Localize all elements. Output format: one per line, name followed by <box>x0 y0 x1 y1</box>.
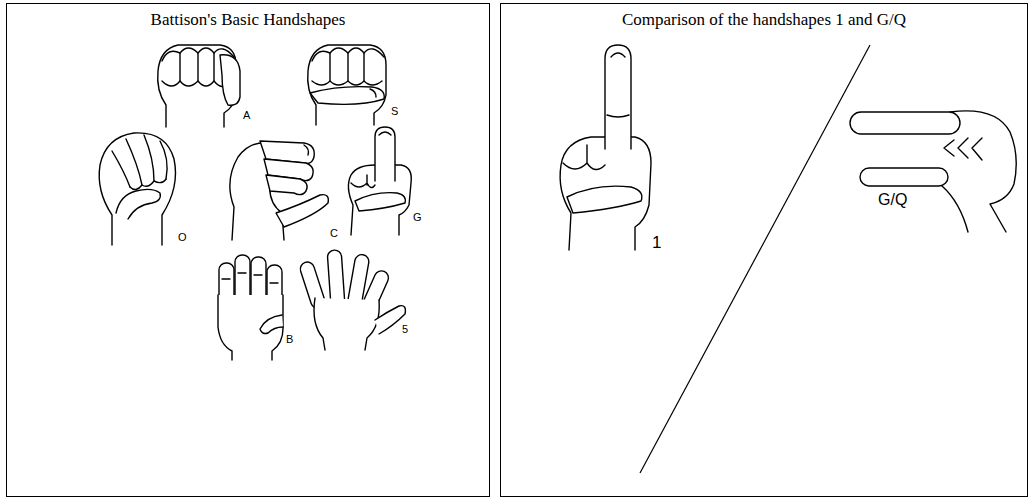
handshape-c-drawing <box>230 141 329 240</box>
handshape-label: B <box>286 334 293 345</box>
panel-heading: Battison's Basic Handshapes <box>151 4 346 30</box>
handshape-label: 5 <box>402 324 408 335</box>
panel-heading: Comparison of the handshapes 1 and G/Q <box>622 4 906 30</box>
handshape-5-drawing <box>299 250 406 350</box>
handshape-b-drawing <box>218 255 283 360</box>
handshape-s-drawing <box>308 45 386 125</box>
handshape-label: A <box>243 110 250 121</box>
handshape-label: G <box>413 212 422 223</box>
handshape-label: 1 <box>652 234 661 251</box>
handshape-a-drawing <box>158 45 240 127</box>
handshape-gq-drawing <box>850 111 1016 232</box>
divider-line <box>640 45 870 473</box>
handshape-label: G/Q <box>878 192 907 208</box>
handshape-label: C <box>330 228 338 239</box>
figure-panel: Battison's Basic Handshapes <box>6 3 490 497</box>
handshape-1-drawing <box>560 45 651 250</box>
handshape-label: O <box>178 232 187 243</box>
handshape-label: S <box>391 106 398 117</box>
handshape-o-drawing <box>99 133 175 245</box>
figure-panel: Comparison of the handshapes 1 and G/Q <box>500 3 1028 497</box>
handshape-g-drawing <box>348 127 411 235</box>
